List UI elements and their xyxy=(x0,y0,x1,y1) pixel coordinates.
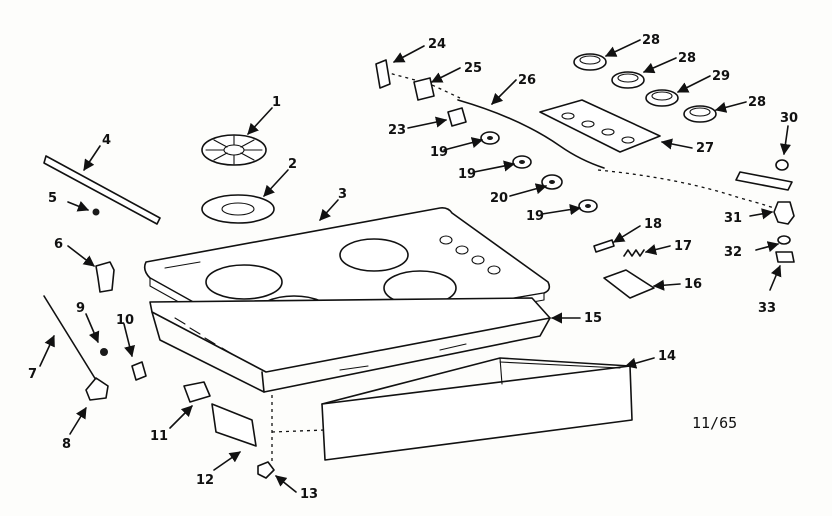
knob-part xyxy=(573,53,607,71)
callout-19c: 19 xyxy=(526,209,544,224)
valve-part xyxy=(578,199,598,213)
side-bracket-part xyxy=(211,403,257,447)
callout-15: 15 xyxy=(584,311,602,326)
screw-part xyxy=(92,208,100,216)
callout-24: 24 xyxy=(428,37,446,52)
knob-part xyxy=(683,105,717,123)
callout-33: 33 xyxy=(758,301,776,316)
fitting-part xyxy=(447,107,467,127)
valve-part xyxy=(512,155,532,169)
callout-4: 4 xyxy=(102,133,111,148)
callout-6: 6 xyxy=(54,237,63,252)
callout-12: 12 xyxy=(196,473,214,488)
callout-29: 29 xyxy=(712,69,730,84)
orifice-part xyxy=(593,239,615,253)
regulator-part xyxy=(773,201,795,225)
callout-25: 25 xyxy=(464,61,482,76)
front-bracket-part xyxy=(183,381,211,403)
plate-part xyxy=(735,171,793,191)
knob-part xyxy=(611,71,645,89)
fitting-part xyxy=(775,251,795,263)
drawing-code: 11/65 xyxy=(692,414,737,432)
rod-part xyxy=(43,295,97,381)
knob-part xyxy=(645,89,679,107)
screw-part xyxy=(100,348,108,356)
callout-3: 3 xyxy=(338,187,347,202)
callout-23: 23 xyxy=(388,123,406,138)
callout-28b: 28 xyxy=(678,51,696,66)
callout-16: 16 xyxy=(684,277,702,292)
trim-strip-part xyxy=(43,155,161,225)
callout-30: 30 xyxy=(780,111,798,126)
spring-part xyxy=(623,249,645,257)
valve-part xyxy=(480,131,500,145)
bracket-part xyxy=(95,261,115,293)
callout-26: 26 xyxy=(518,73,536,88)
nut-part xyxy=(257,461,275,479)
hinge-bracket-part xyxy=(85,377,109,401)
callout-10: 10 xyxy=(116,313,134,328)
callout-1: 1 xyxy=(272,95,281,110)
callout-labels: 1 2 3 4 5 6 7 8 9 10 11 12 13 14 15 16 1… xyxy=(28,33,798,502)
valve-bracket-part xyxy=(603,269,655,299)
callout-7: 7 xyxy=(28,367,37,382)
drip-pan-part xyxy=(201,194,275,224)
callout-17: 17 xyxy=(674,239,692,254)
callout-5: 5 xyxy=(48,191,57,206)
callout-9: 9 xyxy=(76,301,85,316)
callout-11: 11 xyxy=(150,429,168,444)
callout-19a: 19 xyxy=(430,145,448,160)
igniter-part xyxy=(375,59,391,89)
clip-part xyxy=(131,361,147,381)
manifold-tube-part xyxy=(457,99,605,169)
callout-28a: 28 xyxy=(642,33,660,48)
front-panel-part xyxy=(321,357,633,461)
callout-19b: 19 xyxy=(458,167,476,182)
nut-part xyxy=(775,159,789,171)
callout-2: 2 xyxy=(288,157,297,172)
callout-13: 13 xyxy=(300,487,318,502)
leader-arrows xyxy=(39,39,791,493)
callout-32: 32 xyxy=(724,245,742,260)
switch-part xyxy=(413,77,435,101)
callout-20: 20 xyxy=(490,191,508,206)
washer-part xyxy=(777,235,791,245)
callout-8: 8 xyxy=(62,437,71,452)
callout-18: 18 xyxy=(644,217,662,232)
callout-28c: 28 xyxy=(748,95,766,110)
burner-box-part xyxy=(149,297,551,393)
callout-14: 14 xyxy=(658,349,676,364)
control-panel-part xyxy=(539,99,661,153)
callout-27: 27 xyxy=(696,141,714,156)
burner-grate-part xyxy=(201,134,267,166)
callout-31: 31 xyxy=(724,211,742,226)
